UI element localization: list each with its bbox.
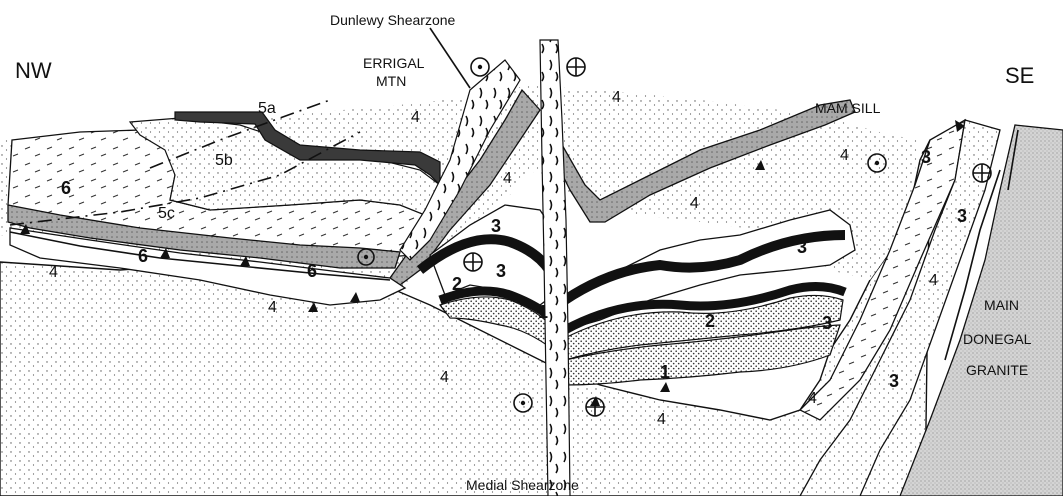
unit-5b-label: 5b	[215, 152, 233, 169]
unit-2-label: 2	[452, 274, 462, 294]
unit-3-label: 3	[491, 216, 501, 236]
dunlewy-leader-line	[430, 28, 470, 88]
granite-label-line3: GRANITE	[966, 362, 1028, 378]
granite-label-line2: DONEGAL	[963, 331, 1032, 347]
granite-label-line1: MAIN	[984, 297, 1019, 313]
unit-4-label: 4	[657, 411, 666, 428]
unit-4-label: 4	[411, 109, 420, 126]
mam-sill-label: MAM SILL	[815, 100, 881, 116]
dunlewy-shearzone-label: Dunlewy Shearzone	[330, 12, 456, 28]
unit-6-label: 6	[61, 178, 71, 198]
plus-in-circle-icon	[464, 253, 482, 271]
nw-label: NW	[15, 58, 52, 83]
unit-3-label: 3	[957, 206, 967, 226]
unit-3-label: 3	[822, 313, 832, 333]
unit-4-label: 4	[808, 390, 817, 407]
unit-4-label: 4	[840, 147, 849, 164]
unit-5a-label: 5a	[258, 100, 276, 117]
dot-in-circle-icon	[471, 58, 489, 76]
unit-6-label: 6	[138, 246, 148, 266]
unit-3-label: 3	[921, 147, 931, 167]
unit-1-label: 1	[538, 302, 548, 322]
plus-in-circle-icon	[973, 164, 991, 182]
se-label: SE	[1005, 63, 1034, 88]
unit-3-label: 3	[496, 261, 506, 281]
unit-4-label: 4	[49, 264, 58, 281]
unit-3-label: 3	[797, 237, 807, 257]
plus-in-circle-icon	[567, 58, 585, 76]
unit-4-label: 4	[929, 272, 938, 289]
unit-4-label: 4	[268, 299, 277, 316]
unit-2-label: 2	[705, 311, 715, 331]
plus-in-circle-icon	[586, 398, 604, 416]
unit-1-label: 1	[660, 362, 670, 382]
unit-5c-label: 5c	[158, 205, 175, 222]
errigal-label-line1: ERRIGAL	[363, 55, 425, 71]
unit-4-label: 4	[440, 369, 449, 386]
unit-3-label: 3	[889, 371, 899, 391]
unit-6-label: 6	[307, 261, 317, 281]
unit-4-label: 4	[503, 170, 512, 187]
unit-4-label: 4	[690, 195, 699, 212]
unit-4-label: 4	[612, 89, 621, 106]
medial-shearzone-label: Medial Shearzone	[466, 477, 579, 493]
errigal-label-line2: MTN	[376, 73, 406, 89]
